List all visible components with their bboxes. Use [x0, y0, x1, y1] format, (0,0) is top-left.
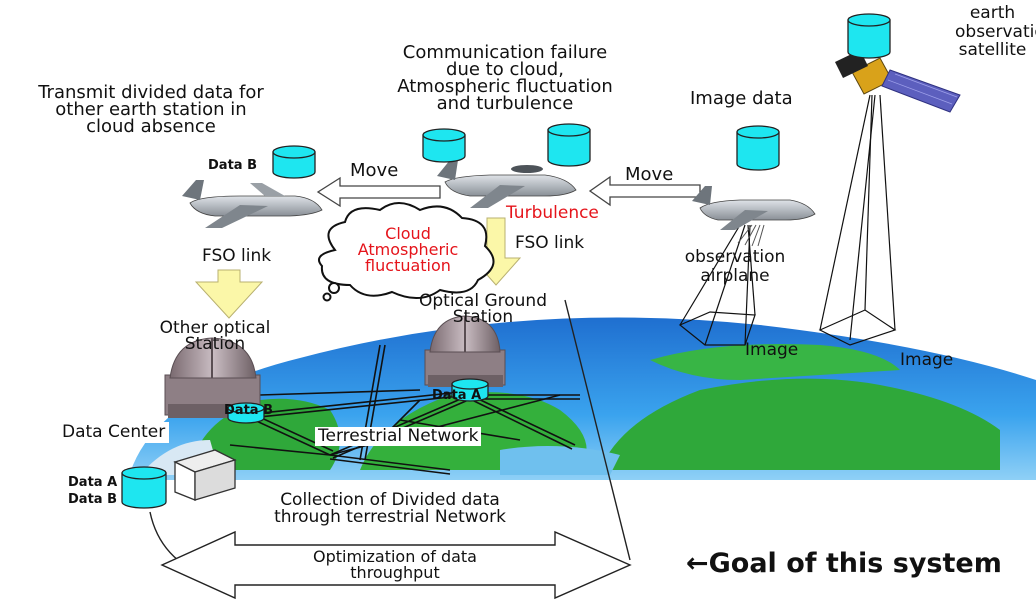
data-cylinder-optical-station — [451, 378, 489, 402]
label-collection: Collection of Divided data through terre… — [274, 490, 506, 527]
data-cylinder-data-center — [121, 466, 167, 509]
observatory-dome-left-icon — [164, 337, 261, 418]
airplane-footprint — [678, 224, 756, 346]
label-data-a-station: Data A — [432, 388, 482, 403]
move-arrow-left-icon — [316, 176, 441, 208]
observation-beams — [737, 224, 765, 247]
label-data-b-plane: Data B — [208, 158, 257, 173]
label-communication-failure: Communication failure due to cloud, Atmo… — [397, 42, 613, 115]
data-cylinder-other-station — [227, 402, 265, 424]
move-arrow-right-icon — [588, 175, 701, 207]
label-transmit-divided-data: Transmit divided data for other earth st… — [38, 82, 264, 138]
data-cylinder-icon — [121, 13, 891, 509]
optimization-double-arrow — [160, 530, 632, 600]
server-box-icon — [173, 449, 237, 501]
label-cloud: Cloud Atmospheric fluctuation — [357, 224, 459, 275]
airplane-right-icon — [692, 186, 816, 230]
label-move-right: Move — [625, 164, 674, 185]
data-cylinder-satellite — [847, 13, 891, 59]
data-cylinder-center-1 — [422, 128, 466, 163]
label-observation-airplane: observation airplane — [684, 247, 786, 286]
airplane-left-icon — [182, 180, 323, 228]
label-fso-center: FSO link — [515, 233, 585, 253]
label-image-left: Image — [745, 340, 799, 360]
data-cylinder-center-2 — [547, 123, 591, 167]
label-image-data: Image data — [690, 88, 793, 109]
airplane-center-icon — [437, 160, 577, 208]
fso-arrow-left-icon — [194, 269, 264, 319]
label-optimization: Optimization of data throughput — [313, 547, 477, 582]
satellite-footprint — [818, 94, 897, 346]
label-optical-ground-station: Optical Ground Station — [419, 291, 547, 328]
label-other-optical-station: Other optical Station — [159, 318, 271, 355]
label-image-right: Image — [900, 350, 954, 370]
label-terrestrial-network: Terrestrial Network — [315, 427, 482, 446]
label-fso-left: FSO link — [202, 246, 272, 266]
label-data-a-dc: Data A — [68, 475, 118, 490]
label-data-b-dc: Data B — [68, 492, 117, 507]
satellite-icon — [835, 50, 961, 113]
data-cylinder-left-plane — [272, 145, 316, 179]
label-move-left: Move — [350, 160, 399, 181]
label-satellite: earth observation satellite — [955, 3, 1036, 61]
label-data-b-station: Data B — [224, 403, 273, 418]
cloud-icon — [318, 202, 495, 302]
label-data-center: Data Center — [58, 422, 170, 443]
label-goal: ←Goal of this system — [686, 548, 1002, 579]
data-cylinder-image — [736, 125, 780, 171]
label-turbulence: Turbulence — [506, 203, 599, 223]
